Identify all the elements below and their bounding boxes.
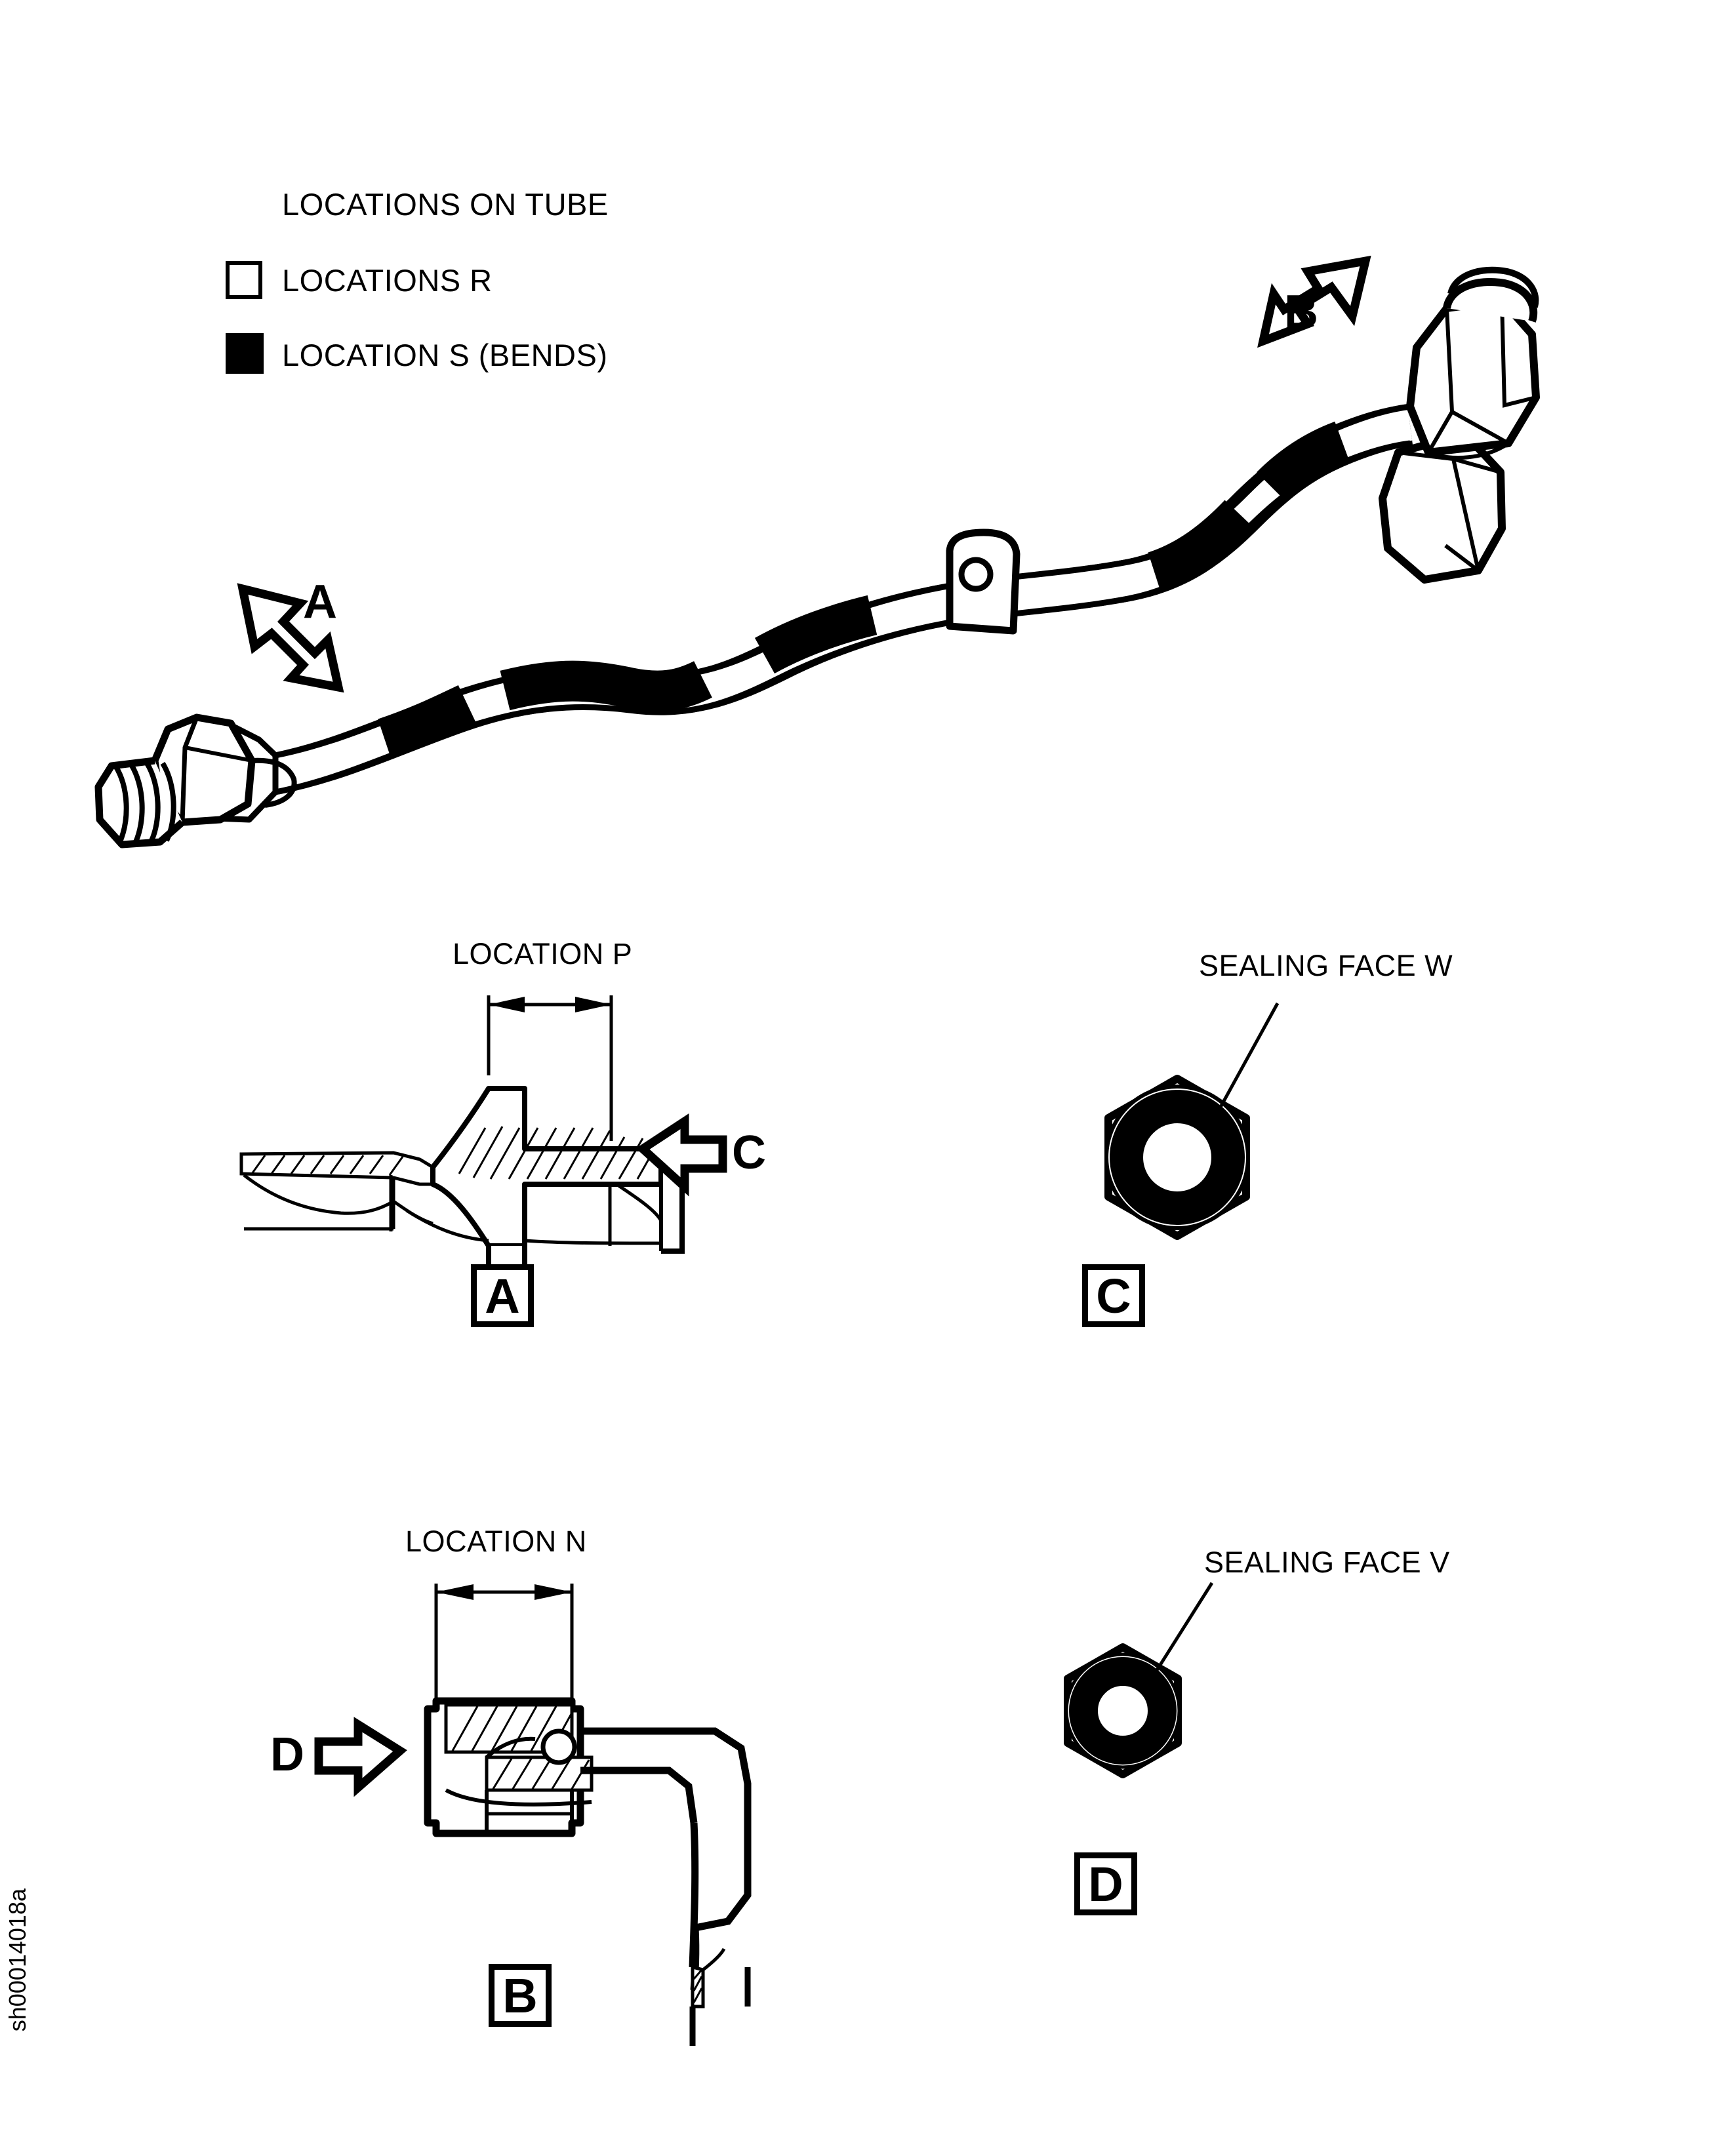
arrow-d-label: D bbox=[270, 1728, 304, 1781]
legend-title: LOCATIONS ON TUBE bbox=[282, 187, 609, 222]
detail-box-b: B bbox=[489, 1964, 552, 2027]
detail-b-dimension-label: LOCATION N bbox=[405, 1525, 587, 1558]
arrow-b-label: B bbox=[1284, 286, 1318, 338]
hatch-upper-tube bbox=[251, 1155, 404, 1176]
legend-swatch-locations-r bbox=[226, 261, 262, 299]
hatch-elbow-lower bbox=[492, 1758, 590, 1789]
detail-b-elbow-section bbox=[424, 1697, 752, 2046]
detail-box-d-letter: D bbox=[1088, 1856, 1123, 1911]
detail-a-dimension-label: LOCATION P bbox=[453, 937, 633, 970]
legend-label-location-s: LOCATION S (BENDS) bbox=[282, 338, 608, 372]
detail-box-b-letter: B bbox=[502, 1968, 538, 2023]
thread-arcs bbox=[113, 761, 176, 845]
detail-a-location-p bbox=[239, 995, 727, 1293]
arrow-c bbox=[636, 1113, 727, 1197]
main-tube-assembly bbox=[94, 255, 1540, 849]
right-elbow-fitting bbox=[1379, 266, 1540, 584]
detail-box-c-letter: C bbox=[1096, 1268, 1131, 1323]
legend-label-locations-r: LOCATIONS R bbox=[282, 263, 493, 298]
detail-c-sealing-face-w bbox=[1104, 1002, 1280, 1240]
detail-box-a-letter: A bbox=[485, 1268, 520, 1323]
dimension-location-p bbox=[487, 995, 613, 1141]
left-threaded-fitting bbox=[94, 713, 297, 849]
tube-outline-edges bbox=[275, 403, 1411, 795]
detail-box-d: D bbox=[1074, 1852, 1137, 1915]
legend-swatch-location-s bbox=[226, 333, 264, 374]
arrow-a bbox=[237, 583, 344, 693]
tube-bend-segments-s bbox=[378, 421, 1350, 758]
detail-d-callout-label: SEALING FACE V bbox=[1204, 1546, 1450, 1579]
arrow-c-label: C bbox=[732, 1127, 766, 1179]
arrow-b bbox=[1257, 255, 1371, 348]
hatch-tube-wall bbox=[693, 1969, 703, 2003]
detail-b-location-n bbox=[314, 1584, 752, 2046]
arrow-d bbox=[314, 1717, 407, 1797]
figure-id-text: sh00014018a bbox=[4, 1888, 31, 2032]
arrow-a-label: A bbox=[303, 576, 337, 628]
dimension-location-n bbox=[434, 1584, 574, 1698]
detail-c-callout-label: SEALING FACE W bbox=[1199, 949, 1453, 982]
detail-box-a: A bbox=[471, 1264, 534, 1327]
detail-box-c: C bbox=[1082, 1264, 1145, 1327]
detail-d-sealing-face-v bbox=[1064, 1582, 1214, 1778]
mounting-bracket-tab bbox=[946, 529, 1020, 635]
